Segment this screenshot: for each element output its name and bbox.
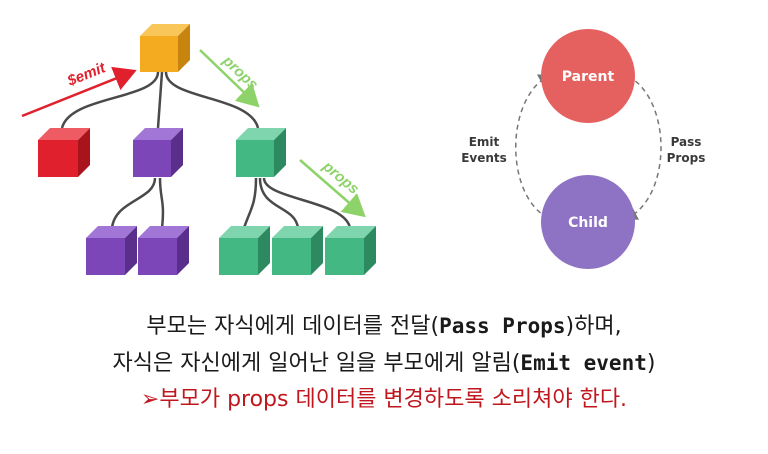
emit-arrow [21, 66, 137, 118]
caption-line-3-text: 부모가 props 데이터를 변경하도록 소리쳐야 한다. [159, 387, 628, 412]
props-label-right: props [319, 157, 363, 197]
purple-leaf-cube-2 [138, 226, 189, 275]
caption-line-2: 자식은 자신에게 일어난 일을 부모에게 알림(Emit event) [0, 345, 768, 382]
emit-events-label-2: Events [461, 151, 507, 165]
parent-label: Parent [562, 69, 615, 85]
green-component-cube [236, 128, 286, 177]
emit-events-arrow [515, 74, 551, 219]
caption-line-1-code: Pass Props [439, 314, 566, 338]
props-events-cycle: Parent Child Emit Events Pass Props [461, 29, 705, 269]
pass-props-arrow [625, 75, 662, 220]
caption-line-1: 부모는 자식에게 데이터를 전달(Pass Props)하며, [0, 308, 768, 345]
red-component-cube [38, 128, 90, 177]
caption: 부모는 자식에게 데이터를 전달(Pass Props)하며, 자식은 자신에게… [0, 308, 768, 418]
pass-props-label-2: Props [667, 151, 706, 165]
child-circle [541, 175, 635, 269]
props-arrow-top [199, 49, 260, 108]
purple-component-cube [133, 128, 183, 177]
purple-leaf-cube-1 [86, 226, 137, 275]
root-component-cube [140, 24, 190, 72]
caption-line-2-code: Emit event [520, 351, 647, 375]
vue-component-diagram: $emit props props Parent Child Emit Even… [21, 24, 705, 275]
green-leaf-cube-2 [272, 226, 323, 275]
caption-line-1-suffix: )하며, [565, 314, 622, 339]
caption-line-2-suffix: ) [646, 351, 656, 376]
caption-line-3: ➢부모가 props 데이터를 변경하도록 소리쳐야 한다. [0, 382, 768, 418]
caption-line-1-prefix: 부모는 자식에게 데이터를 전달( [146, 314, 440, 339]
green-leaf-cube-3 [325, 226, 376, 275]
pass-props-label-1: Pass [671, 135, 702, 149]
caption-line-2-prefix: 자식은 자신에게 일어난 일을 부모에게 알림( [112, 351, 521, 376]
bullet-arrow-icon: ➢ [140, 387, 160, 412]
emit-events-label-1: Emit [469, 135, 500, 149]
emit-label: $emit [64, 59, 109, 90]
tree-connectors [60, 71, 352, 229]
parent-circle [541, 29, 635, 123]
green-leaf-cube-1 [219, 226, 270, 275]
child-label: Child [568, 215, 608, 231]
props-arrow-right [299, 159, 366, 218]
